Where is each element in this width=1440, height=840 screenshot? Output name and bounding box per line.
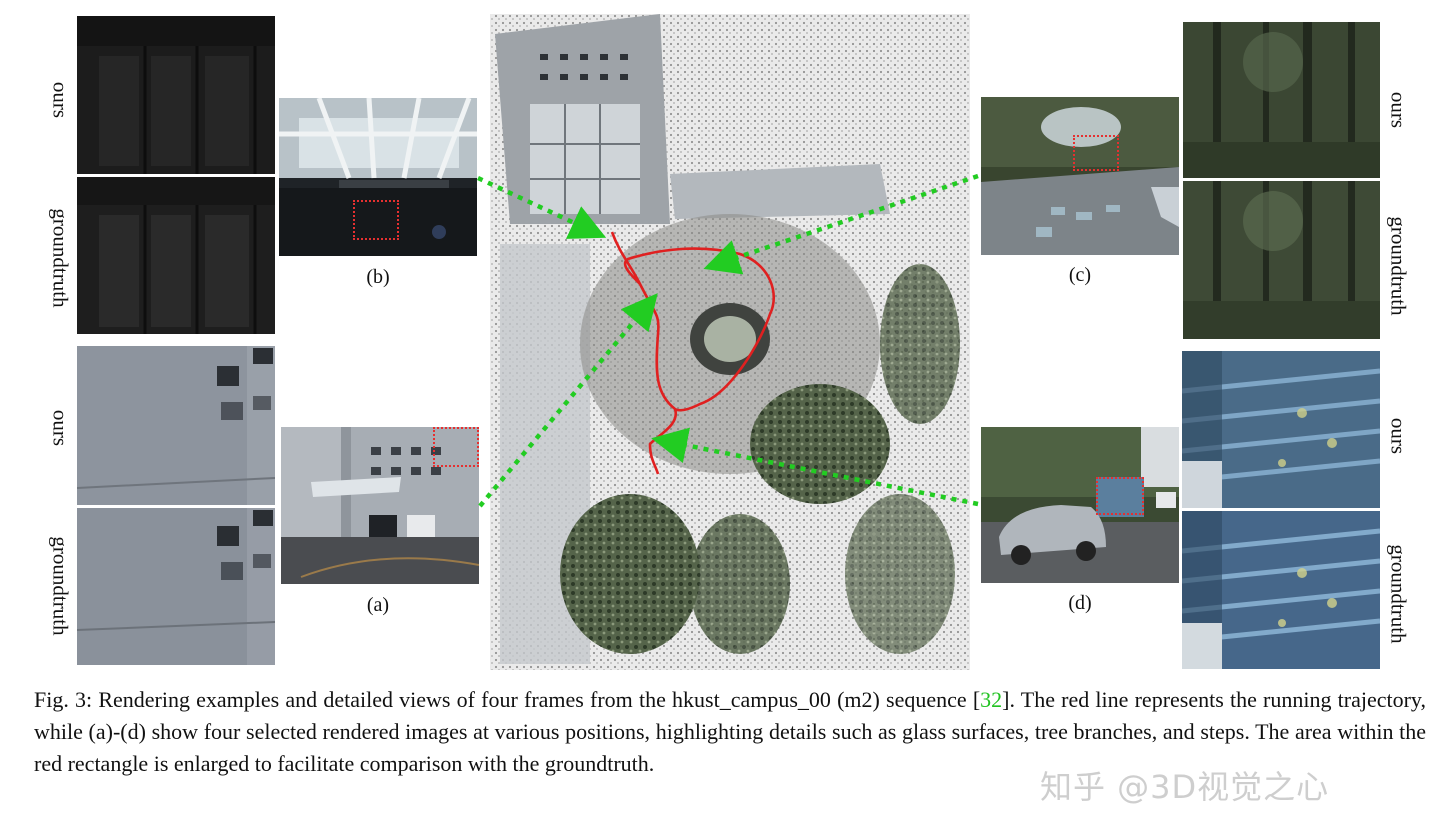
label-ours-c: ours — [1386, 91, 1411, 129]
label-ours-a: ours — [48, 409, 73, 447]
frame-d — [981, 427, 1179, 583]
figure-caption: Fig. 3: Rendering examples and detailed … — [34, 684, 1426, 780]
watermark: 知乎 @3D视觉之心 — [1040, 768, 1330, 806]
frame-a — [281, 427, 479, 584]
crop-c-groundtruth — [1183, 181, 1380, 339]
citation-link[interactable]: 32 — [980, 687, 1003, 712]
label-groundtruth-a: groundtruth — [48, 536, 73, 636]
frame-b-highlight-box — [353, 200, 399, 240]
label-b: (b) — [366, 266, 390, 288]
label-groundtruth-b: groundtruth — [48, 208, 73, 308]
label-groundtruth-d: groundtruth — [1386, 544, 1411, 644]
frame-b — [279, 98, 477, 256]
crop-d-ours — [1182, 351, 1380, 508]
caption-suffix: ]. The red line represents the running t… — [34, 687, 1426, 776]
label-groundtruth-c: groundtruth — [1386, 216, 1411, 316]
crop-c-ours — [1183, 22, 1380, 178]
crop-b-ours — [77, 16, 275, 174]
crop-d-groundtruth — [1182, 511, 1380, 669]
label-c: (c) — [1068, 264, 1092, 286]
frame-d-highlight-box — [1096, 477, 1144, 515]
crop-a-groundtruth — [77, 508, 275, 665]
point-cloud-map — [480, 14, 977, 670]
label-a: (a) — [366, 594, 390, 616]
crop-a-ours — [77, 346, 275, 505]
frame-a-highlight-box — [433, 427, 479, 467]
label-ours-b: ours — [48, 81, 73, 119]
crop-b-groundtruth — [77, 177, 275, 334]
label-d: (d) — [1068, 592, 1092, 614]
caption-prefix: Fig. 3: Rendering examples and detailed … — [34, 687, 981, 712]
label-ours-d: ours — [1386, 417, 1411, 455]
frame-c-highlight-box — [1073, 135, 1119, 171]
frame-c — [981, 97, 1179, 255]
